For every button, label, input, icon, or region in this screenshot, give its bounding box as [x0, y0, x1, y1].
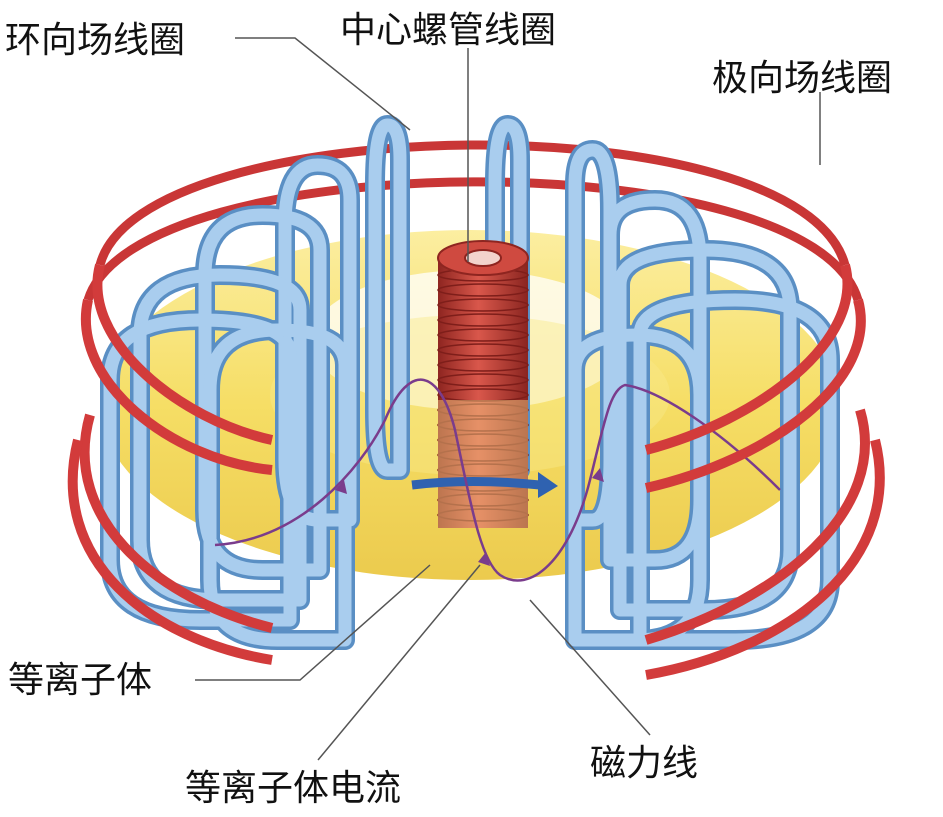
solenoid-winding: [437, 373, 529, 387]
central-solenoid-label: 中心螺管线圈: [340, 10, 556, 51]
leader-lines: [195, 37, 821, 761]
plasma-label: 等离子体: [8, 660, 152, 701]
solenoid-winding: [437, 463, 529, 477]
plasma-current-label: 等离子体电流: [185, 768, 401, 809]
solenoid-winding: [437, 388, 529, 402]
solenoid-winding: [437, 298, 529, 312]
toroidal-coil-label: 环向场线圈: [5, 20, 185, 61]
solenoid-winding: [437, 313, 529, 327]
solenoid-winding: [437, 433, 529, 447]
poloidal-coils-front: [67, 263, 885, 680]
toroidal-coil-loop: [368, 118, 407, 477]
toroidal-coil-loop: [613, 243, 797, 617]
toroidal-coil-loop: [203, 323, 352, 647]
magnetic-field-line: [214, 378, 781, 582]
poloidal-coil-label: 极向场线圈: [712, 58, 892, 99]
solenoid-winding: [437, 328, 529, 342]
poloidal-coils-back: [83, 140, 863, 302]
solenoid-winding: [437, 508, 529, 522]
field-line-label: 磁力线: [590, 743, 698, 784]
solenoid-winding: [437, 358, 529, 372]
plasma-current-arrow: [411, 472, 558, 498]
solenoid-winding: [437, 343, 529, 357]
solenoid-winding: [437, 493, 529, 507]
solenoid-winding: [437, 418, 529, 432]
toroidal-coil-loop: [633, 293, 837, 647]
toroidal-coil-loop: [133, 268, 307, 607]
solenoid-winding: [437, 403, 529, 417]
toroidal-coils: [100, 115, 840, 650]
toroidal-coil-loop: [603, 193, 707, 567]
solenoid-winding: [437, 283, 529, 297]
toroidal-coil-loop: [198, 208, 327, 577]
solenoid-winding: [437, 448, 529, 462]
